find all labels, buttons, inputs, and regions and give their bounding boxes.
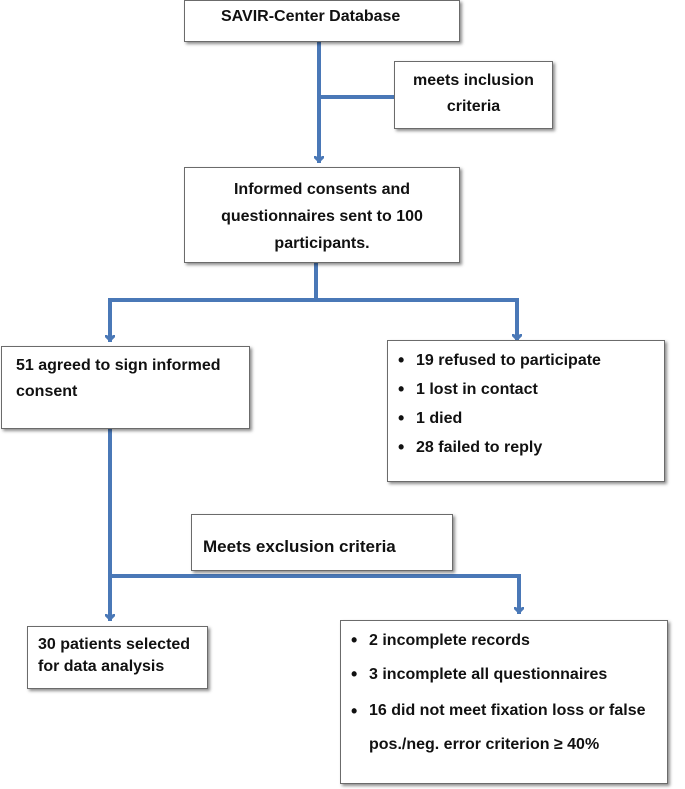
selected-line2: for data analysis <box>38 658 165 675</box>
selected-line1: 30 patients selected <box>38 636 191 653</box>
agreed-line1: 51 agreed to sign informed <box>16 357 221 374</box>
database-label: SAVIR-Center Database <box>221 8 401 25</box>
exclusion-label: Meets exclusion criteria <box>203 537 396 556</box>
not-agreed-item: 28 failed to reply <box>388 433 664 462</box>
not-agreed-item: 1 died <box>388 404 664 433</box>
consents-line2: questionnaires sent to 100 <box>221 208 423 225</box>
excluded-item: 2 incomplete records <box>341 626 667 655</box>
excluded-list: 2 incomplete records 3 incomplete all qu… <box>341 626 667 762</box>
not-agreed-box: 19 refused to participate 1 lost in cont… <box>387 340 665 482</box>
consents-line3: participants. <box>274 235 370 252</box>
not-agreed-item: 19 refused to participate <box>388 346 664 375</box>
agreed-line2: consent <box>16 383 78 400</box>
agreed-box: 51 agreed to sign informed consent <box>1 346 250 429</box>
not-agreed-item: 1 lost in contact <box>388 375 664 404</box>
excluded-item: 3 incomplete all questionnaires <box>341 660 667 689</box>
consents-box: Informed consents and questionnaires sen… <box>184 167 460 263</box>
database-box: SAVIR-Center Database <box>184 0 460 42</box>
excluded-item3-line2: pos./neg. error criterion ≥ 40% <box>369 736 600 753</box>
inclusion-criteria-box: meets inclusion criteria <box>394 61 553 129</box>
consents-line1: Informed consents and <box>233 181 411 198</box>
selected-box: 30 patients selected for data analysis <box>27 626 208 689</box>
excluded-item3-line1: 16 did not meet fixation loss or false <box>369 702 646 719</box>
exclusion-criteria-box: Meets exclusion criteria <box>191 514 453 571</box>
inclusion-label-line1: meets inclusion <box>413 72 534 89</box>
inclusion-label-line2: criteria <box>446 98 501 115</box>
excluded-item: 16 did not meet fixation loss or false p… <box>341 694 667 762</box>
not-agreed-list: 19 refused to participate 1 lost in cont… <box>388 346 664 462</box>
excluded-box: 2 incomplete records 3 incomplete all qu… <box>340 620 668 784</box>
